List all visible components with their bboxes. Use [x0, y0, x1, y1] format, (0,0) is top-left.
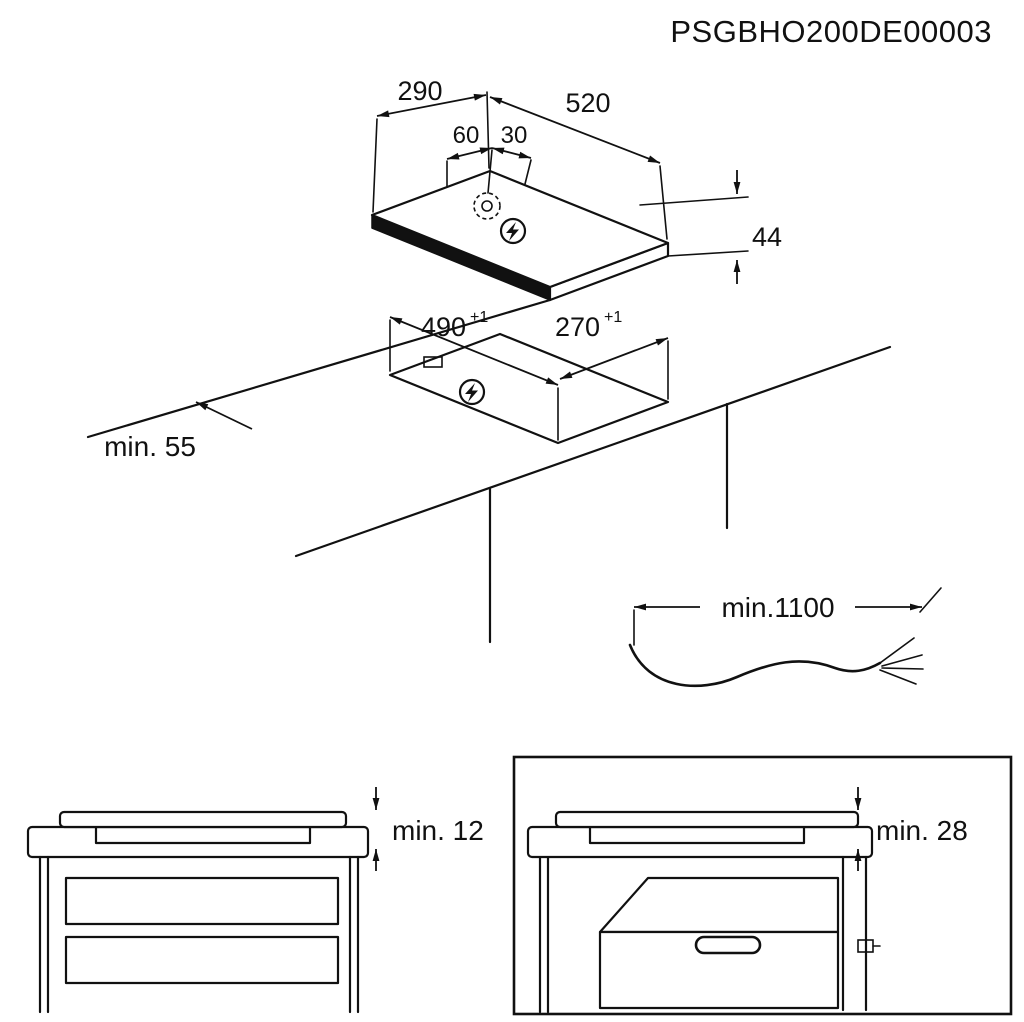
- cable-hole: [481, 200, 493, 212]
- dim-60-label: 60: [453, 122, 480, 149]
- power-cable-drawing: min.1100: [628, 587, 942, 688]
- hob-body-section: [94, 825, 312, 845]
- lightning-bolt-icon: [506, 222, 519, 241]
- lightning-bolt-icon: [465, 383, 478, 402]
- dim-520-label: 520: [565, 88, 610, 118]
- dim-min12-label: min. 12: [392, 815, 484, 846]
- hob-glass-section: [554, 810, 860, 829]
- dim-line-270: [559, 337, 669, 380]
- cable-length-label: min.1100: [721, 592, 834, 623]
- hob-glass-section: [58, 810, 348, 829]
- oven-front: [598, 930, 840, 1010]
- dim-270-label: 270: [555, 312, 600, 342]
- drawer-front-lower: [64, 935, 340, 985]
- dim-line-min55: [195, 401, 253, 430]
- product-code: PSGBHO200DE00003: [670, 14, 992, 49]
- oven-top: [598, 876, 840, 934]
- drawer-front-upper: [64, 876, 340, 926]
- worktop-front-edge: [294, 345, 892, 558]
- dim-44-label: 44: [752, 222, 782, 252]
- dim-line-290: [376, 93, 487, 118]
- dim-30-label: 30: [501, 122, 528, 149]
- dim-290-label: 290: [397, 76, 442, 106]
- dim-490-label: 490: [421, 312, 466, 342]
- dim-270-tolerance: +1: [604, 309, 622, 326]
- dim-line-30: [491, 147, 532, 159]
- oven-section-view: min. 28: [512, 755, 1013, 1016]
- cable-hole-dashed-outline: [473, 192, 501, 220]
- dim-490-tolerance: +1: [470, 309, 488, 326]
- dim-line-490: [389, 316, 559, 386]
- dim-min28-label: min. 28: [876, 815, 968, 846]
- dim-line-60: [446, 147, 493, 160]
- oven-view-frame: [512, 755, 1013, 1016]
- isometric-hob-view: 290 520 60 30 44: [370, 76, 782, 302]
- oven-handle: [694, 935, 762, 955]
- cutout-opening: [388, 332, 670, 445]
- drawer-section-view: min. 12: [26, 787, 484, 1014]
- worktop-cutout-view: 490 +1 270 +1 min. 55: [86, 298, 892, 644]
- power-connection-icon: [499, 217, 527, 245]
- hob-top-face: [370, 169, 670, 289]
- hob-body-section: [588, 825, 806, 845]
- dim-line-520: [489, 96, 661, 164]
- dim-min55-label: min. 55: [104, 431, 196, 462]
- mains-cable: [628, 643, 882, 688]
